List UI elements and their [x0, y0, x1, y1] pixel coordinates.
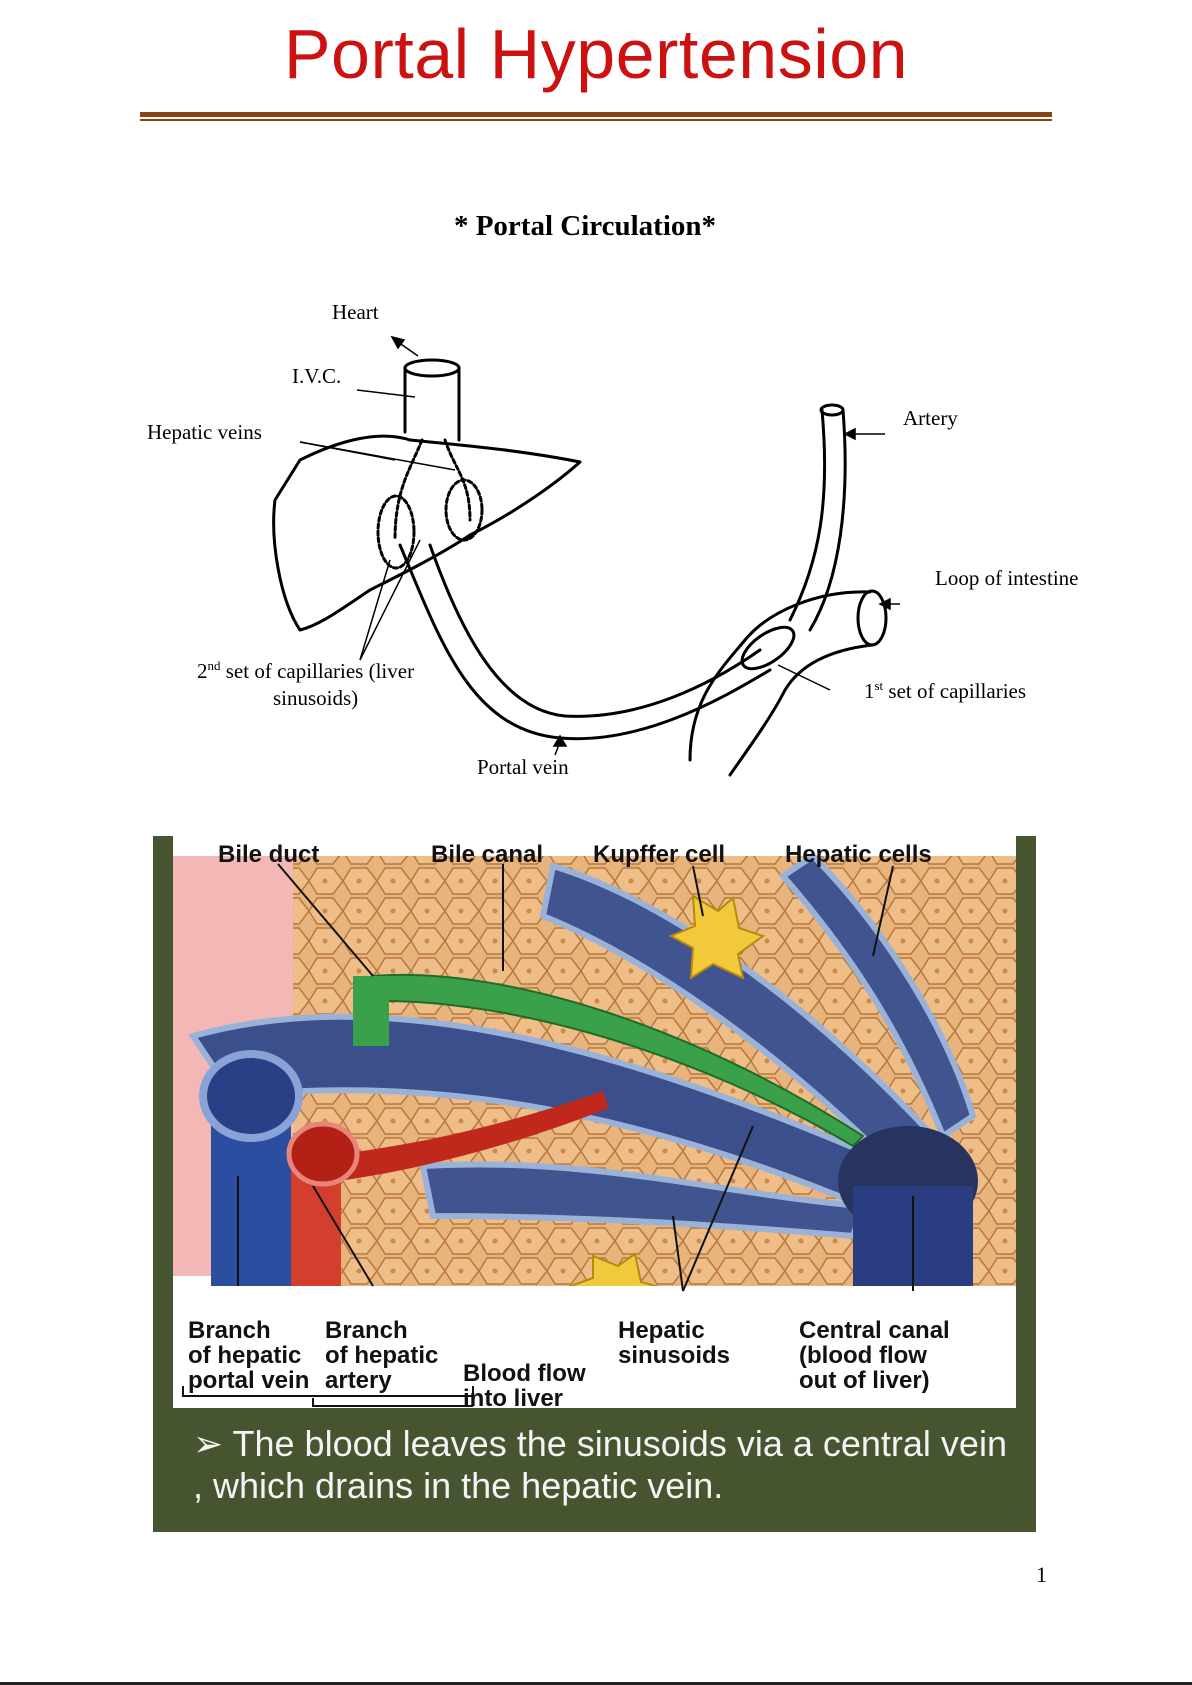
label-artery: Artery	[903, 406, 958, 430]
title-rule-thin	[140, 119, 1052, 121]
intestine-loop	[728, 643, 874, 777]
label-central-canal: Central canal (blood flow out of liver)	[799, 1317, 950, 1394]
artery-tube	[788, 408, 827, 622]
label-loop-of-intestine: Loop of intestine	[935, 566, 1079, 590]
section-heading: * Portal Circulation*	[453, 210, 717, 242]
capillary-bed	[740, 625, 796, 671]
label-hepatic-veins: Hepatic veins	[147, 420, 262, 444]
label-second-set-capillaries: 2nd set of capillaries (liver	[197, 658, 415, 683]
label-bile-duct: Bile duct	[218, 841, 320, 868]
lobule-artwork	[173, 852, 1016, 1408]
hepatic-vein-branch	[393, 438, 424, 542]
figure-caption: ➢ The blood leaves the sinusoids via a c…	[193, 1423, 1007, 1506]
intestine-loop	[688, 590, 872, 762]
sinusoid-cluster	[444, 478, 484, 542]
hepatic-vein-branch	[443, 438, 472, 522]
ivc-top	[403, 358, 461, 378]
label-portal-vein: Portal vein	[477, 755, 569, 779]
label-branch-portal-vein: Branch of hepatic portal vein	[188, 1317, 310, 1394]
artery-branch	[323, 1091, 609, 1181]
portal-vein-inner	[428, 543, 762, 718]
label-ivc: I.V.C.	[292, 364, 342, 388]
intestine-opening	[856, 589, 888, 647]
label-bile-canal: Bile canal	[431, 841, 544, 868]
liver-lobule-illustration: Bile duct Bile canal Kupffer cell Hepati…	[173, 836, 1016, 1408]
page-bottom-border	[0, 1682, 1192, 1685]
portal-circulation-diagram	[272, 335, 900, 777]
page-number: 1	[1036, 1562, 1047, 1587]
label-second-set-capillaries-line2: sinusoids)	[273, 686, 359, 710]
label-kupffer-cell: Kupffer cell	[593, 841, 726, 868]
artery-tube	[808, 408, 847, 632]
portal-vein-outer	[398, 543, 772, 741]
label-heart: Heart	[332, 300, 379, 324]
bile-duct	[371, 973, 865, 1148]
label-blood-flow-into-liver: Blood flow into liver	[463, 1360, 586, 1408]
label-branch-hepatic-artery: Branch of hepatic artery	[325, 1317, 439, 1394]
page-title: Portal Hypertension	[283, 15, 909, 93]
sinusoid-cluster	[376, 494, 416, 570]
kupffer-cell	[668, 894, 766, 980]
label-hepatic-sinusoids: Hepatic sinusoids	[618, 1317, 731, 1369]
label-first-set-capillaries: 1st set of capillaries	[864, 678, 1027, 703]
label-hepatic-cells: Hepatic cells	[785, 841, 932, 868]
title-rule	[140, 112, 1052, 117]
liver-lobule-figure: Bile duct Bile canal Kupffer cell Hepati…	[153, 836, 1036, 1532]
